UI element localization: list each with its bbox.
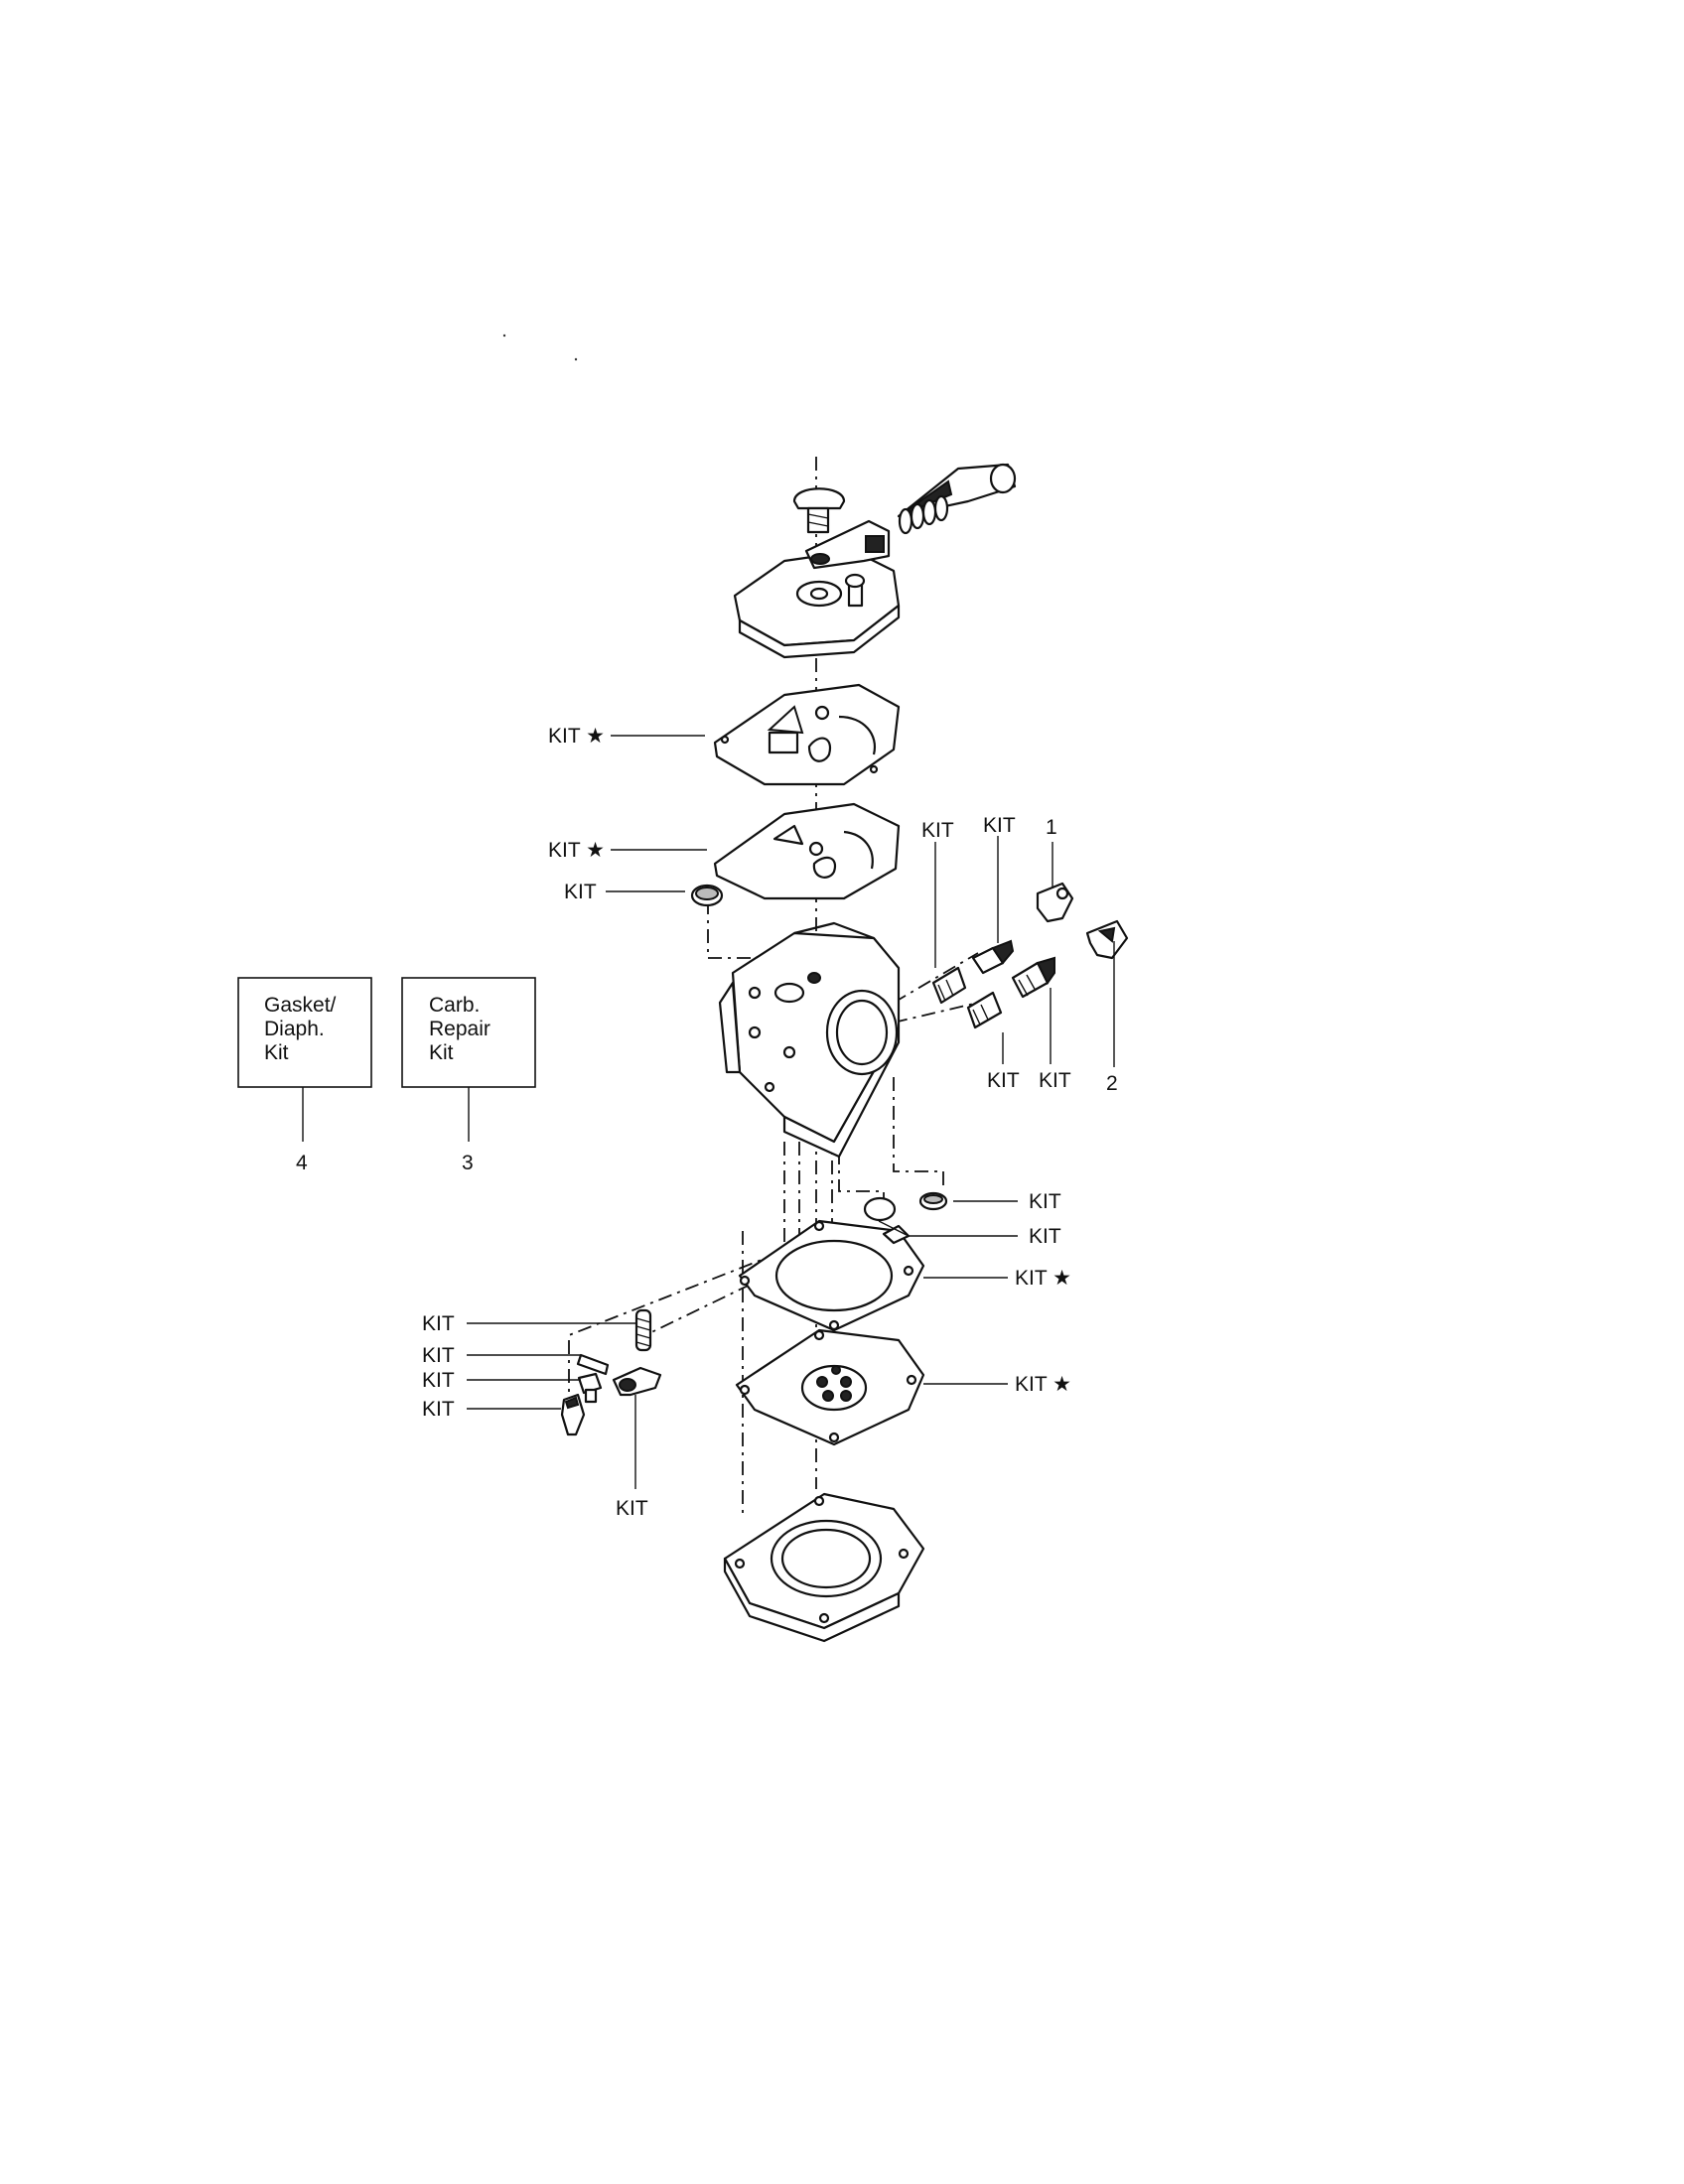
part-labels: KIT ★ KIT ★ KIT KIT KIT 1 KIT KIT 2 KIT … [296, 725, 1118, 1520]
gasket-diaph-kit-box: Gasket/ Diaph. Kit [237, 977, 372, 1088]
callout-4: 4 [296, 1152, 308, 1174]
carburetor-body [718, 921, 901, 1159]
label-kit-plug-small: KIT [1029, 1190, 1061, 1213]
label-kit-screw: KIT [422, 1369, 455, 1392]
metering-spring [634, 1308, 652, 1352]
top-screw [792, 487, 846, 534]
label-kit-star-pump-diaphragm: KIT ★ [548, 839, 605, 862]
pump-diaphragm [713, 802, 901, 900]
label-kit-idle-needle: KIT [983, 814, 1016, 837]
inlet-screen [690, 884, 724, 907]
speck [574, 357, 578, 361]
speck [502, 334, 506, 338]
inlet-needle [560, 1393, 586, 1436]
gasket-kit-line-1: Gasket/ [264, 994, 337, 1017]
idle-jet [931, 966, 967, 1005]
callout-3: 3 [462, 1152, 474, 1174]
leader-lines [302, 735, 1115, 1489]
metering-gasket [738, 1219, 925, 1332]
label-kit-lever: KIT [616, 1497, 648, 1520]
carb-kit-line-2: Repair [429, 1018, 491, 1040]
pump-gasket [713, 683, 901, 786]
label-kit-inlet-needle: KIT [422, 1398, 455, 1421]
carb-kit-line-1: Carb. [429, 994, 480, 1017]
carb-repair-kit-box: Carb. Repair Kit [401, 977, 536, 1088]
welch-plug-small [918, 1191, 948, 1211]
label-kit-main-jet: KIT [987, 1069, 1020, 1092]
label-kit-idle-jet: KIT [921, 819, 954, 842]
label-kit-plug-large: KIT [1029, 1225, 1061, 1248]
label-kit-star-metering-gasket: KIT ★ [1015, 1267, 1071, 1290]
pump-cover [733, 519, 901, 659]
metering-diaphragm [735, 1328, 925, 1446]
label-kit-spring: KIT [422, 1312, 455, 1335]
gasket-kit-line-2: Diaph. [264, 1018, 325, 1040]
callout-2: 2 [1106, 1072, 1118, 1095]
limiter-cap-1 [1036, 882, 1074, 923]
needle-spring [898, 494, 949, 535]
callout-1: 1 [1046, 816, 1057, 839]
gasket-kit-line-3: Kit [264, 1041, 289, 1064]
idle-needle [971, 939, 1015, 975]
lever-pin [576, 1353, 610, 1376]
carb-kit-line-3: Kit [429, 1041, 454, 1064]
limiter-cap-2 [1085, 919, 1129, 960]
main-jet [966, 991, 1003, 1029]
welch-plug-large [863, 1196, 897, 1222]
metering-cover [723, 1492, 925, 1643]
label-kit-pin: KIT [422, 1344, 455, 1367]
label-kit-star-metering-diaphragm: KIT ★ [1015, 1373, 1071, 1396]
metering-lever [612, 1366, 662, 1397]
label-kit-screen: KIT [564, 881, 597, 903]
main-needle [1011, 956, 1055, 999]
lever-screw [577, 1372, 603, 1404]
label-kit-main-needle: KIT [1039, 1069, 1071, 1092]
label-kit-star-pump-gasket: KIT ★ [548, 725, 605, 748]
